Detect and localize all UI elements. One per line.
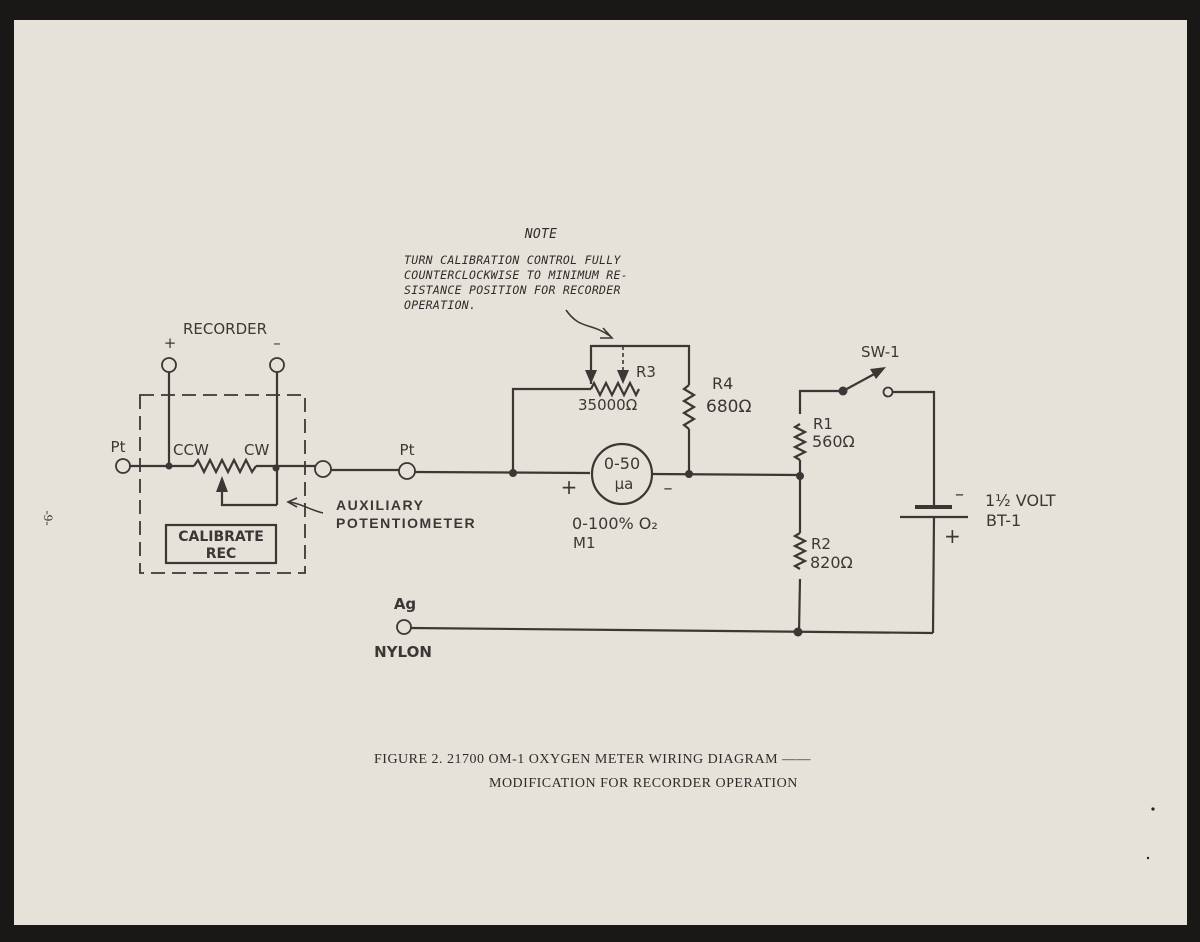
ag-terminal [396, 619, 412, 635]
calibrate-label: CALIBRATE [178, 529, 264, 545]
switch-blade [842, 371, 879, 392]
note-line-1: TURN CALIBRATION CONTROL FULLY [404, 253, 621, 267]
battery-name: BT-1 [986, 511, 1021, 530]
note-block: NOTE TURN CALIBRATION CONTROL FULLY COUN… [404, 227, 628, 339]
r3-value: 35000Ω [578, 396, 637, 414]
recorder-terminals: RECORDER + – [161, 320, 285, 505]
cw-label: CW [244, 441, 269, 459]
switch-name: SW-1 [861, 343, 900, 361]
meter-range: 0-50 [604, 454, 640, 473]
figure-caption-line-1: FIGURE 2. 21700 OM-1 OXYGEN METER WIRING… [374, 752, 812, 767]
auxiliary-potentiometer-resistor [193, 457, 257, 475]
meter-name: M1 [573, 534, 596, 552]
r1-name: R1 [813, 415, 833, 433]
r2-name: R2 [811, 535, 831, 553]
r4-name: R4 [712, 374, 733, 393]
potentiometer-wiper-arrow [216, 476, 228, 492]
note-line-3: SISTANCE POSITION FOR RECORDER [404, 283, 621, 297]
r3-name: R3 [636, 363, 656, 381]
r4-resistor [681, 384, 697, 430]
meter-plus: + [561, 475, 578, 499]
r3-wiper-arrow [585, 370, 597, 384]
pt-left-terminal [115, 458, 131, 474]
meter-minus: – [664, 478, 673, 499]
r4-value: 680Ω [706, 397, 751, 417]
switch-contact [882, 386, 894, 398]
r2-value: 820Ω [810, 553, 853, 572]
recorder-plus: + [164, 334, 177, 352]
battery-minus: – [955, 484, 964, 505]
aux-output-terminal [314, 460, 332, 478]
r1-value: 560Ω [812, 432, 855, 451]
battery-negative-plate [915, 505, 952, 509]
r3-resistor [590, 380, 640, 398]
pt-left-label: Pt [111, 438, 126, 456]
note-pointer-arrow [565, 309, 611, 337]
auxiliary-potentiometer-enclosure [139, 394, 306, 574]
pt-mid-label: Pt [400, 441, 415, 459]
note-line-2: COUNTERCLOCKWISE TO MINIMUM RE- [404, 268, 628, 282]
meter-unit: μa [615, 475, 634, 493]
margin-speck [1146, 856, 1150, 860]
r1-resistor [792, 423, 808, 461]
note-heading: NOTE [524, 227, 558, 242]
recorder-label: RECORDER [183, 320, 267, 338]
ccw-label: CCW [173, 441, 209, 459]
margin-speck [1151, 807, 1155, 811]
rec-label: REC [206, 546, 237, 562]
recorder-plus-terminal [161, 357, 177, 373]
r3-adjust-arrow [617, 370, 629, 384]
r2-resistor [792, 532, 808, 570]
note-pointer-arrowhead [600, 327, 614, 339]
battery-voltage: 1½ VOLT [985, 491, 1056, 510]
calibrate-rec-box [164, 523, 278, 565]
recorder-minus-terminal [269, 357, 285, 373]
meter-scale: 0-100% O₂ [572, 514, 658, 533]
switch-arrowhead [870, 367, 886, 379]
figure-caption-line-2: MODIFICATION FOR RECORDER OPERATION [489, 776, 798, 791]
meter-m1 [590, 442, 654, 506]
recorder-minus: – [273, 334, 281, 352]
battery-plus: + [944, 524, 961, 548]
note-line-4: OPERATION. [404, 298, 476, 312]
auxiliary-label: AUXILIARY [336, 497, 424, 513]
potentiometer-label: POTENTIOMETER [336, 515, 476, 531]
ag-label: Ag [394, 595, 416, 613]
pt-mid-terminal [398, 462, 416, 480]
nylon-label: NYLON [374, 643, 432, 661]
page-number: -9- [41, 510, 56, 525]
